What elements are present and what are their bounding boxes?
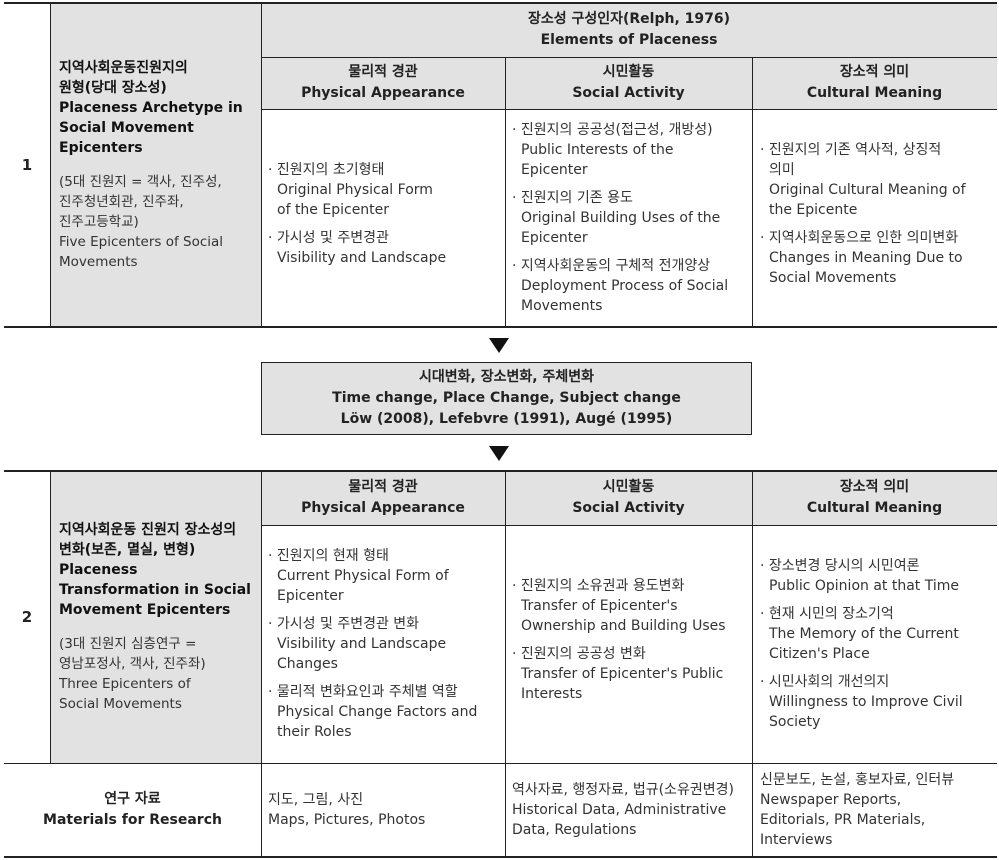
rule: [50, 3, 51, 326]
rule: [261, 109, 997, 110]
section-1-title: 지역사회운동진원지의 원형(당대 장소성) Placeness Archetyp…: [59, 3, 259, 326]
rule: [505, 57, 506, 326]
rule: [4, 856, 997, 858]
section-note: (5대 진원지 = 객사, 진주성, 진주청년회관, 진주좌, 진주고등학교) …: [59, 173, 224, 270]
list-item: · 물리적 변화요인과 주체별 역할 Physical Change Facto…: [268, 684, 478, 740]
transition-references: Löw (2008), Lefebvre (1991), Augé (1995): [340, 411, 673, 427]
rule: [4, 2, 997, 4]
column-header-ko: 물리적 경관: [348, 479, 418, 495]
section-2-cultural-cell: · 장소변경 당시의 시민여론 Public Opinion at that T…: [760, 525, 996, 763]
section-1-physical-cell: · 진원지의 초기형태 Original Physical Form of th…: [268, 109, 503, 326]
list-item: · 장소변경 당시의 시민여론 Public Opinion at that T…: [760, 558, 959, 594]
rule: [752, 471, 753, 856]
column-header-ko: 장소적 의미: [839, 64, 910, 80]
materials-label-ko: 연구 자료: [104, 790, 161, 807]
column-header-physical: 물리적 경관 Physical Appearance: [261, 57, 505, 109]
materials-text: 신문보도, 논설, 홍보자료, 인터뷰 Newspaper Reports, E…: [760, 771, 955, 848]
list-item: · 진원지의 기존 역사적, 상징적 의미 Original Cultural …: [760, 141, 966, 218]
list-item: · 진원지의 공공성 변화 Transfer of Epicenter's Pu…: [512, 646, 724, 702]
column-header-en: Cultural Meaning: [806, 500, 943, 516]
list-item: · 시민사회의 개선의지 Willingness to Improve Civi…: [760, 674, 963, 730]
rule: [752, 57, 753, 326]
section-2-social-cell: · 진원지의 소유권과 용도변화 Transfer of Epicenter's…: [512, 525, 750, 763]
column-header-ko: 장소적 의미: [839, 479, 910, 495]
list-item: · 가시성 및 주변경관 변화 Visibility and Landscape…: [268, 616, 447, 672]
column-header-social: 시민활동 Social Activity: [505, 471, 752, 525]
column-header-social: 시민활동 Social Activity: [505, 57, 752, 109]
down-arrow-icon: [489, 338, 509, 353]
section-title: 지역사회운동진원지의 원형(당대 장소성) Placeness Archetyp…: [59, 59, 243, 156]
column-header-cultural: 장소적 의미 Cultural Meaning: [752, 57, 997, 109]
section-title: 지역사회운동 진원지 장소성의 변화(보존, 멸실, 변형) Placeness…: [59, 522, 251, 618]
table-2-header-bg: [261, 471, 997, 525]
section-2-title-bg: [50, 471, 261, 763]
materials-physical: 지도, 그림, 사진 Maps, Pictures, Photos: [268, 763, 503, 856]
materials-text: 지도, 그림, 사진 Maps, Pictures, Photos: [268, 791, 426, 828]
list-item: · 진원지의 소유권과 용도변화 Transfer of Epicenter's…: [512, 578, 726, 634]
list-item: · 지역사회운동으로 인한 의미변화 Changes in Meaning Du…: [760, 229, 963, 286]
column-header-ko: 시민활동: [602, 64, 655, 80]
list-item: · 지역사회운동의 구체적 전개양상 Deployment Process of…: [512, 257, 729, 314]
section-2-title: 지역사회운동 진원지 장소성의 변화(보존, 멸실, 변형) Placeness…: [59, 471, 259, 763]
rule: [261, 525, 997, 526]
rule: [4, 763, 997, 764]
column-header-ko: 시민활동: [602, 479, 655, 495]
section-2-number-cell: 2: [4, 471, 50, 763]
table-1-header-bg: [261, 3, 997, 109]
list-item: · 진원지의 초기형태 Original Physical Form of th…: [268, 161, 433, 218]
section-1-number-cell: 1: [4, 3, 50, 326]
rule: [261, 3, 262, 326]
column-header-cultural: 장소적 의미 Cultural Meaning: [752, 471, 997, 525]
rule: [261, 471, 262, 856]
column-header-en: Physical Appearance: [301, 500, 465, 516]
materials-label: 연구 자료 Materials for Research: [4, 763, 261, 856]
list-item: · 진원지의 기존 용도 Original Building Uses of t…: [512, 189, 721, 246]
transition-line-ko: 시대변화, 장소변화, 주체변화: [419, 369, 594, 385]
list-item: · 가시성 및 주변경관 Visibility and Landscape: [268, 229, 447, 266]
rule: [50, 471, 51, 763]
section-1-title-bg: [50, 3, 261, 326]
section-2-physical-cell: · 진원지의 현재 형태 Current Physical Form of Ep…: [268, 525, 503, 763]
column-header-en: Cultural Meaning: [806, 85, 943, 101]
transition-box: 시대변화, 장소변화, 주체변화 Time change, Place Chan…: [261, 362, 752, 435]
top-header-ko: 장소성 구성인자(Relph, 1976): [527, 11, 731, 27]
rule: [505, 471, 506, 856]
list-item: · 현재 시민의 장소기억 The Memory of the Current …: [760, 606, 959, 662]
section-1-social-cell: · 진원지의 공공성(접근성, 개방성) Public Interests of…: [512, 109, 750, 326]
down-arrow-icon: [489, 446, 509, 461]
materials-cultural: 신문보도, 논설, 홍보자료, 인터뷰 Newspaper Reports, E…: [760, 763, 996, 856]
rule: [4, 326, 997, 328]
column-header-en: Social Activity: [572, 85, 685, 101]
rule: [261, 57, 997, 58]
rule: [4, 470, 997, 472]
section-1-cultural-cell: · 진원지의 기존 역사적, 상징적 의미 Original Cultural …: [760, 109, 996, 326]
column-header-en: Physical Appearance: [301, 85, 465, 101]
column-header-physical: 물리적 경관 Physical Appearance: [261, 471, 505, 525]
section-note: (3대 진원지 심층연구 = 영남포정사, 객사, 진주좌) Three Epi…: [59, 636, 206, 712]
column-header-ko: 물리적 경관: [348, 64, 418, 80]
top-header: 장소성 구성인자(Relph, 1976) Elements of Placen…: [261, 3, 997, 57]
list-item: · 진원지의 공공성(접근성, 개방성) Public Interests of…: [512, 121, 713, 178]
materials-label-en: Materials for Research: [43, 811, 222, 828]
list-item: · 진원지의 현재 형태 Current Physical Form of Ep…: [268, 548, 449, 604]
section-number: 2: [21, 608, 33, 626]
top-header-en: Elements of Placeness: [540, 32, 718, 48]
transition-line-en: Time change, Place Change, Subject chang…: [332, 390, 681, 406]
materials-social: 역사자료, 행정자료, 법규(소유권변경) Historical Data, A…: [512, 763, 750, 856]
column-header-en: Social Activity: [572, 500, 685, 516]
section-number: 1: [21, 155, 33, 174]
materials-text: 역사자료, 행정자료, 법규(소유권변경) Historical Data, A…: [512, 781, 734, 838]
